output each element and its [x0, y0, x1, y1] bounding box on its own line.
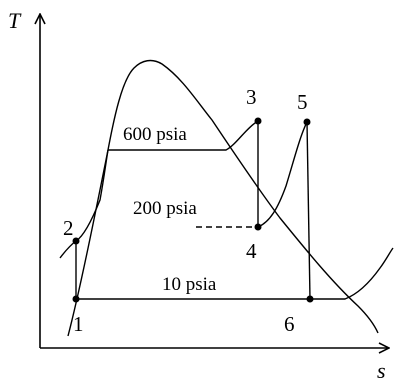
- pressure-label-200: 200 psia: [133, 198, 197, 219]
- state-point-2: [72, 237, 80, 245]
- isobar-600: [108, 120, 259, 151]
- process-5-6: [306, 121, 311, 300]
- state-point-1: [72, 295, 80, 303]
- pressure-label-10: 10 psia: [162, 274, 217, 295]
- compressed-liquid-line: [59, 149, 109, 259]
- state-point-5: [303, 118, 311, 126]
- t-axis-label: T: [8, 8, 22, 33]
- isobar-200: [257, 121, 308, 228]
- pressure-label-600: 600 psia: [123, 124, 187, 145]
- state-label-5: 5: [297, 90, 308, 114]
- isobar-10: [76, 247, 394, 300]
- state-label-3: 3: [246, 85, 257, 109]
- state-point-3: [254, 117, 262, 125]
- state-label-2: 2: [63, 216, 74, 240]
- state-label-4: 4: [246, 239, 257, 263]
- state-point-6: [306, 295, 314, 303]
- saturation-dome: [67, 59, 379, 337]
- state-label-1: 1: [73, 312, 84, 336]
- s-axis-label: s: [377, 358, 386, 378]
- state-point-4: [254, 223, 262, 231]
- state-label-6: 6: [284, 312, 295, 336]
